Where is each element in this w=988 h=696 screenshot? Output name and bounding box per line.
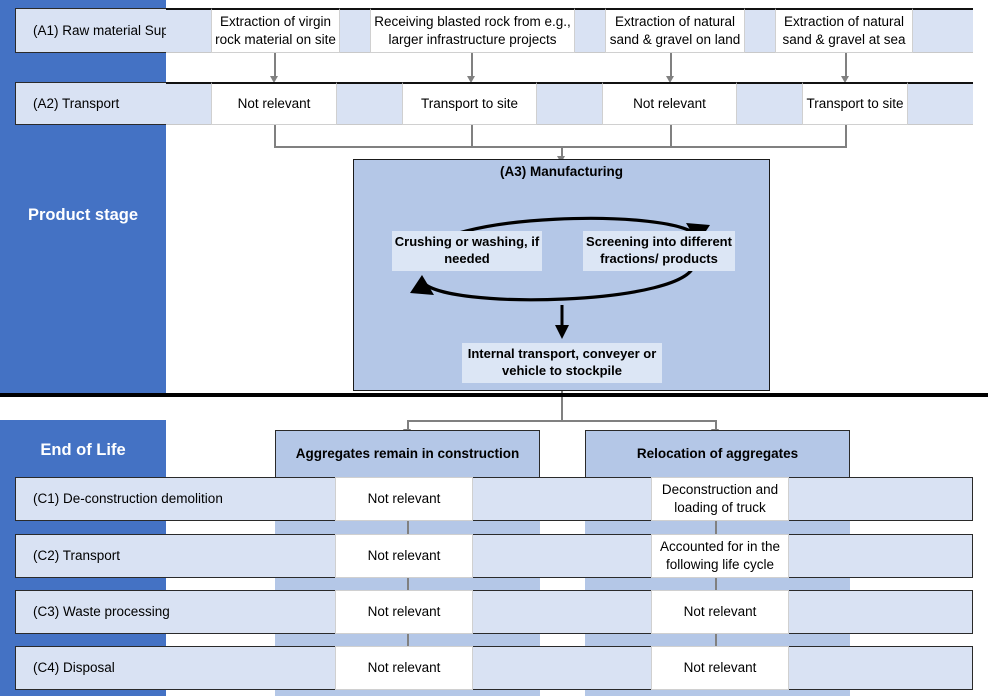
product-stage-band xyxy=(0,0,166,393)
a2-spacer-1 xyxy=(166,82,211,125)
c1-cell-1: Not relevant xyxy=(335,477,473,521)
a2-bus-line-4 xyxy=(845,125,847,147)
a1-spacer-2 xyxy=(340,8,370,53)
a1-spacer-5 xyxy=(913,8,973,53)
a1-spacer-3 xyxy=(575,8,605,53)
a1-a2-arrow-4 xyxy=(841,76,849,83)
scenario-header-1: Aggregates remain in construction xyxy=(275,430,540,478)
c2-c3-line-2 xyxy=(715,578,717,600)
row-c2-label: (C2) Transport xyxy=(33,548,121,564)
row-a2-label: (A2) Transport xyxy=(33,95,120,111)
a1-a2-line-4 xyxy=(845,53,847,78)
a3-eol-right-line xyxy=(715,420,717,431)
a2-spacer-5 xyxy=(908,82,973,125)
c1-c2-line-2 xyxy=(715,521,717,543)
a1-a2-arrow-3 xyxy=(666,76,674,83)
row-c1-label: (C1) De-construction demolition xyxy=(33,491,223,507)
c2-c3-line-1 xyxy=(407,578,409,600)
c1-cell-2: Deconstruction and loading of truck xyxy=(651,477,789,521)
a3-eol-left-line xyxy=(407,420,409,431)
a1-a2-line-3 xyxy=(670,53,672,78)
a1-cell-2: Receiving blasted rock from e.g., larger… xyxy=(370,8,575,53)
a1-a2-line-2 xyxy=(471,53,473,78)
row-c1-strip xyxy=(15,477,973,521)
stage-divider-rule xyxy=(0,393,988,397)
row-a1-label: (A1) Raw material Supply xyxy=(33,22,187,38)
row-c2-strip xyxy=(15,534,973,578)
manufacturing-title: (A3) Manufacturing xyxy=(500,164,623,179)
row-c4-label: (C4) Disposal xyxy=(33,660,115,676)
c3-cell-2: Not relevant xyxy=(651,590,789,634)
a1-a2-arrow-1 xyxy=(270,76,278,83)
c3-c4-line-2 xyxy=(715,634,717,656)
a1-a2-arrow-2 xyxy=(467,76,475,83)
product-stage-title: Product stage xyxy=(27,205,139,224)
manufacturing-left-box: Crushing or washing, if needed xyxy=(392,231,542,271)
a1-a2-line-1 xyxy=(274,53,276,78)
a2-spacer-3 xyxy=(537,82,602,125)
a1-cell-1: Extraction of virgin rock material on si… xyxy=(211,8,340,53)
row-c3-strip xyxy=(15,590,973,634)
manufacturing-down-arrow xyxy=(555,305,569,339)
row-c3-label: (C3) Waste processing xyxy=(33,604,170,620)
scenario-header-2: Relocation of aggregates xyxy=(585,430,850,478)
c3-c4-line-1 xyxy=(407,634,409,656)
a2-bus-line-3 xyxy=(670,125,672,147)
end-of-life-stage-title: End of Life xyxy=(40,440,126,459)
a3-eol-bus xyxy=(407,420,715,422)
c3-cell-1: Not relevant xyxy=(335,590,473,634)
a3-eol-drop xyxy=(561,391,563,421)
a1-spacer-4 xyxy=(745,8,775,53)
manufacturing-right-box: Screening into different fractions/ prod… xyxy=(583,231,735,271)
a2-spacer-4 xyxy=(737,82,802,125)
a2-cell-1: Not relevant xyxy=(211,82,337,125)
row-c4-strip xyxy=(15,646,973,690)
c2-cell-2: Accounted for in the following life cycl… xyxy=(651,534,789,578)
manufacturing-bottom-box: Internal transport, conveyer or vehicle … xyxy=(462,343,662,383)
a2-cell-3: Not relevant xyxy=(602,82,737,125)
c1-c2-line-1 xyxy=(407,521,409,543)
a2-cell-2: Transport to site xyxy=(402,82,537,125)
a2-bus-line-1 xyxy=(274,125,276,147)
a1-cell-3: Extraction of natural sand & gravel on l… xyxy=(605,8,745,53)
a2-a3-drop-line xyxy=(561,146,563,160)
a2-spacer-2 xyxy=(337,82,402,125)
c2-cell-1: Not relevant xyxy=(335,534,473,578)
a1-spacer-1 xyxy=(166,8,211,53)
a2-bus-line-2 xyxy=(471,125,473,147)
a2-bus-horizontal xyxy=(274,146,847,148)
a2-cell-4: Transport to site xyxy=(802,82,908,125)
c4-cell-1: Not relevant xyxy=(335,646,473,690)
c4-cell-2: Not relevant xyxy=(651,646,789,690)
a1-cell-4: Extraction of natural sand & gravel at s… xyxy=(775,8,913,53)
